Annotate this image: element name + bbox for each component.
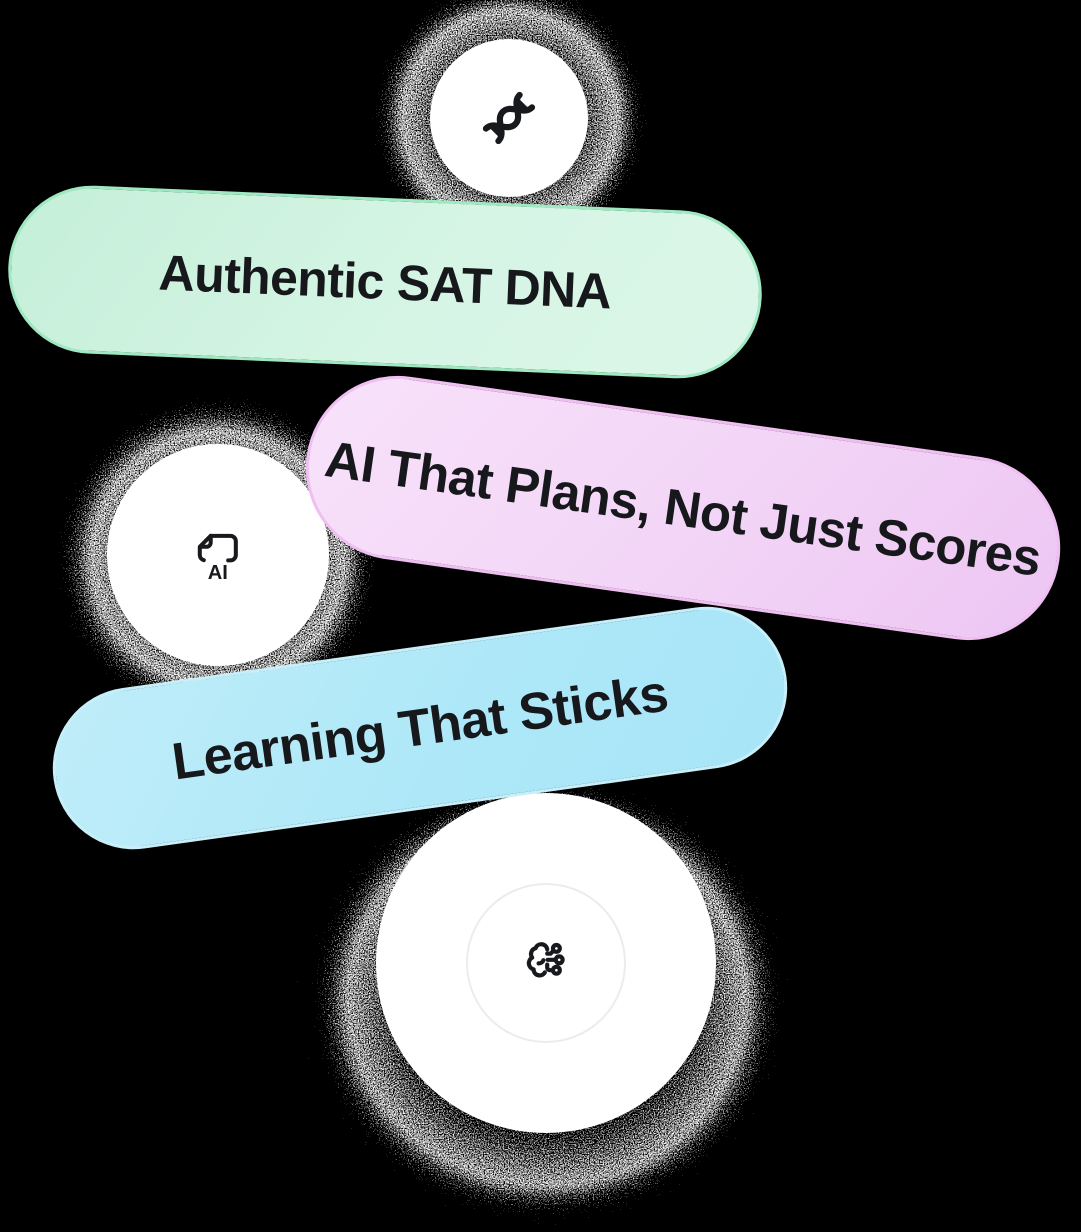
ai-circle: AI <box>107 444 329 666</box>
brain-circuit-icon <box>526 942 565 978</box>
inner-ring <box>466 883 626 1043</box>
badge-authentic-sat-dna: Authentic SAT DNA <box>4 182 766 382</box>
badge-label: Authentic SAT DNA <box>157 244 613 320</box>
ai-file-icon-label: AI <box>208 562 228 581</box>
ai-file-icon: AI <box>197 533 238 581</box>
brain-circle <box>376 793 716 1133</box>
dna-circle <box>430 39 588 197</box>
badge-label: AI That Plans, Not Just Scores <box>321 429 1045 587</box>
dna-icon <box>482 91 536 145</box>
badge-label: Learning That Sticks <box>168 664 672 792</box>
